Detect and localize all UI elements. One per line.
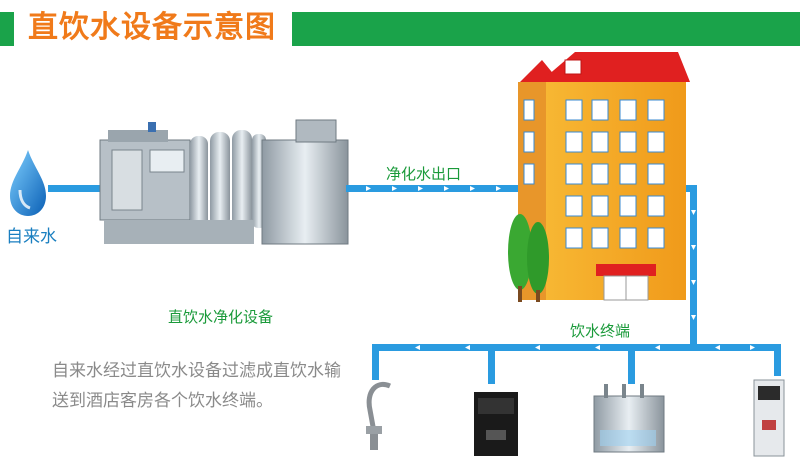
purification-equipment <box>99 119 349 245</box>
riser-pipe <box>686 185 697 348</box>
steel-boiler-icon <box>593 384 665 453</box>
title-accent-left <box>0 12 14 46</box>
page-title: 直饮水设备示意图 <box>28 10 276 45</box>
wall-dispenser-icon <box>474 392 518 456</box>
equipment-label: 直饮水净化设备 <box>168 308 274 326</box>
distribution-pipe <box>372 344 781 384</box>
source-label: 自来水 <box>6 227 57 247</box>
tall-dispenser-icon <box>753 379 785 457</box>
outlet-pipe <box>346 185 518 192</box>
water-drop-icon <box>10 150 46 216</box>
inlet-pipe <box>48 185 104 192</box>
terminals-label: 饮水终端 <box>570 322 631 340</box>
description-text: 自来水经过直饮水设备过滤成直饮水输送到酒店客房各个饮水终端。 <box>52 361 341 411</box>
title-accent-right <box>292 12 800 46</box>
faucet-icon <box>366 382 391 450</box>
outlet-label: 净化水出口 <box>386 165 462 183</box>
trees-icon <box>508 214 549 302</box>
